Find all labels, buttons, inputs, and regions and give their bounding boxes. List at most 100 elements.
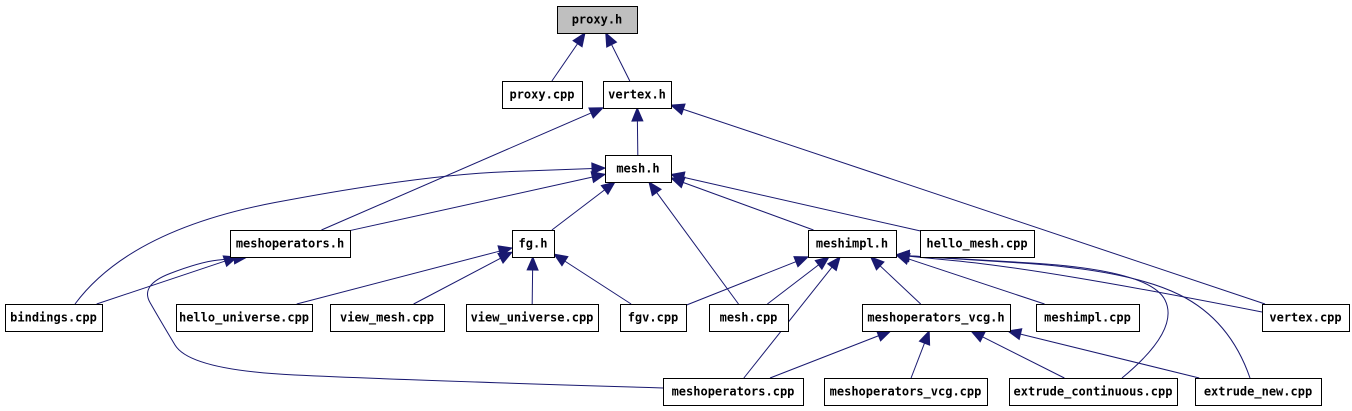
node-label: meshoperators.cpp bbox=[672, 385, 795, 399]
edge-line bbox=[907, 255, 1251, 379]
arrowhead bbox=[605, 31, 618, 48]
edge-meshimpl-h-to-mesh-h bbox=[669, 176, 814, 231]
edge-fgv-cpp-to-fg-h bbox=[552, 253, 632, 305]
arrowhead bbox=[497, 251, 514, 264]
node-extrude-continuous-cpp[interactable]: extrude_continuous.cpp bbox=[1009, 378, 1178, 406]
edge-line bbox=[1019, 333, 1200, 379]
node-proxy-h[interactable]: proxy.h bbox=[557, 6, 638, 34]
node-meshoperators-h[interactable]: meshoperators.h bbox=[230, 230, 351, 258]
edge-line bbox=[349, 176, 594, 232]
edge-line bbox=[981, 335, 1065, 379]
node-meshoperators-vcg-cpp[interactable]: meshoperators_vcg.cpp bbox=[824, 378, 988, 406]
edge-line bbox=[655, 191, 739, 305]
arrowhead bbox=[814, 256, 830, 271]
node-mesh-h[interactable]: mesh.h bbox=[605, 155, 672, 183]
node-label: vertex.h bbox=[608, 88, 666, 102]
node-view-mesh-cpp[interactable]: view_mesh.cpp bbox=[330, 304, 445, 332]
edge-vertex-cpp-to-meshimpl-h bbox=[894, 250, 1263, 313]
node-vertex-cpp[interactable]: vertex.cpp bbox=[1262, 304, 1350, 332]
edge-line bbox=[96, 260, 227, 305]
arrowhead bbox=[572, 31, 586, 48]
edge-line bbox=[551, 42, 579, 82]
node-label: meshimpl.cpp bbox=[1044, 311, 1131, 325]
node-meshoperators-cpp[interactable]: meshoperators.cpp bbox=[663, 378, 804, 406]
nodes-layer: proxy.h proxy.cpp vertex.h mesh.h meshoperat… bbox=[5, 6, 1350, 406]
node-fgv-cpp[interactable]: fgv.cpp bbox=[620, 304, 687, 332]
arrowhead bbox=[526, 255, 539, 271]
edge-view-universe-cpp-to-fg-h bbox=[526, 255, 539, 305]
edge-meshoperators-vcg-cpp-to-meshoperators-vcg-h bbox=[910, 329, 931, 379]
edge-line bbox=[74, 167, 594, 305]
node-box bbox=[605, 155, 672, 183]
arrowhead bbox=[826, 255, 841, 272]
node-box bbox=[1036, 304, 1140, 332]
node-fg-h[interactable]: fg.h bbox=[512, 230, 555, 258]
node-label: view_universe.cpp bbox=[471, 311, 594, 326]
node-label: mesh.cpp bbox=[720, 311, 778, 325]
node-label: view_mesh.cpp bbox=[340, 311, 434, 326]
node-box bbox=[230, 230, 351, 258]
node-box bbox=[466, 304, 599, 332]
node-bindings-cpp[interactable]: bindings.cpp bbox=[5, 304, 103, 332]
node-vertex-h[interactable]: vertex.h bbox=[603, 81, 672, 109]
arrowhead bbox=[869, 256, 885, 271]
node-box bbox=[502, 81, 583, 109]
arrowhead bbox=[969, 330, 986, 343]
edge-mesh-h-to-vertex-h bbox=[631, 106, 644, 156]
edge-mesh-cpp-to-mesh-h bbox=[648, 180, 739, 305]
node-box bbox=[920, 230, 1035, 258]
node-box bbox=[1262, 304, 1350, 332]
arrowhead bbox=[631, 106, 644, 122]
node-hello-universe-cpp[interactable]: hello_universe.cpp bbox=[176, 304, 313, 332]
arrowhead bbox=[552, 253, 569, 267]
node-box bbox=[620, 304, 687, 332]
arrowhead bbox=[588, 107, 605, 119]
edge-line bbox=[769, 334, 880, 379]
edge-line bbox=[907, 255, 1169, 379]
node-label: extrude_new.cpp bbox=[1204, 385, 1312, 400]
edge-line bbox=[610, 43, 631, 82]
node-label: meshoperators_vcg.cpp bbox=[830, 385, 982, 400]
node-label: hello_mesh.cpp bbox=[926, 237, 1027, 252]
node-label: fg.h bbox=[519, 237, 548, 251]
edge-line bbox=[296, 250, 501, 305]
node-box bbox=[824, 378, 988, 406]
arrowhead bbox=[600, 181, 616, 196]
edge-line bbox=[413, 257, 502, 305]
edge-fg-h-to-mesh-h bbox=[551, 181, 616, 231]
node-label: meshoperators.h bbox=[236, 237, 344, 251]
arrowhead bbox=[590, 171, 607, 184]
node-box bbox=[1195, 378, 1322, 406]
arrowhead bbox=[1006, 328, 1023, 341]
node-meshimpl-h[interactable]: meshimpl.h bbox=[808, 230, 897, 258]
edge-hello-mesh-cpp-to-mesh-h bbox=[669, 171, 921, 232]
node-hello-mesh-cpp[interactable]: hello_mesh.cpp bbox=[920, 230, 1035, 258]
edge-line bbox=[563, 260, 632, 305]
arrowhead bbox=[669, 171, 686, 184]
node-extrude-new-cpp[interactable]: extrude_new.cpp bbox=[1195, 378, 1322, 406]
node-label: proxy.cpp bbox=[509, 88, 574, 102]
node-mesh-cpp[interactable]: mesh.cpp bbox=[709, 304, 789, 332]
edge-extrude-new-cpp-to-meshoperators-vcg-h bbox=[1006, 328, 1200, 379]
node-meshimpl-cpp[interactable]: meshimpl.cpp bbox=[1036, 304, 1140, 332]
edge-meshoperators-vcg-h-to-meshimpl-h bbox=[869, 256, 922, 305]
node-label: meshoperators_vcg.h bbox=[867, 311, 1004, 326]
edge-meshoperators-h-to-vertex-h bbox=[321, 107, 605, 231]
node-box bbox=[808, 230, 897, 258]
node-meshoperators-vcg-h[interactable]: meshoperators_vcg.h bbox=[862, 304, 1011, 332]
arrowhead bbox=[918, 329, 931, 346]
edge-line bbox=[907, 258, 1045, 305]
node-box bbox=[512, 230, 555, 258]
node-label: fgv.cpp bbox=[628, 311, 679, 325]
edge-line bbox=[551, 188, 606, 231]
node-view-universe-cpp[interactable]: view_universe.cpp bbox=[466, 304, 599, 332]
edge-line bbox=[685, 260, 798, 306]
node-proxy-cpp[interactable]: proxy.cpp bbox=[502, 81, 583, 109]
node-label: extrude_continuous.cpp bbox=[1014, 385, 1173, 400]
node-box bbox=[557, 6, 638, 34]
node-box bbox=[176, 304, 313, 332]
edge-line bbox=[682, 108, 1266, 305]
node-box bbox=[709, 304, 789, 332]
edge-bindings-cpp-to-mesh-h bbox=[74, 162, 607, 305]
